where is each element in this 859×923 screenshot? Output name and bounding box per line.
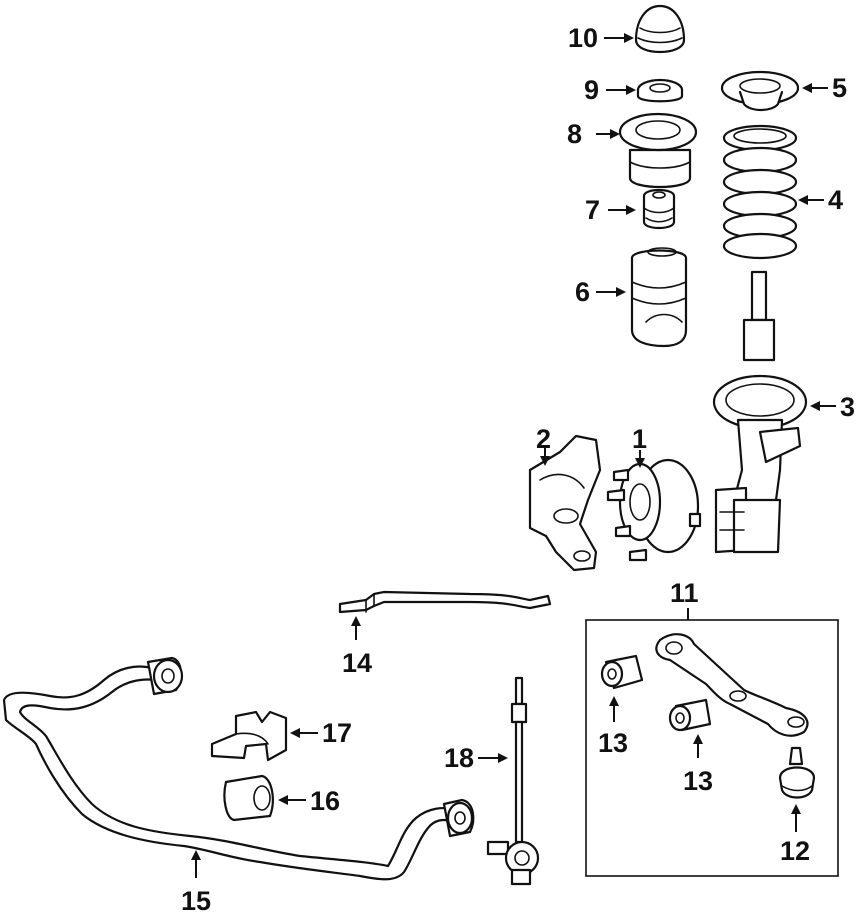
part-13-bushing-a	[600, 654, 644, 690]
callout-13a: 13	[598, 728, 628, 758]
callout-5: 5	[832, 73, 847, 103]
callout-17: 17	[322, 718, 352, 748]
part-9-ring	[636, 78, 684, 103]
part-17-bracket	[210, 710, 288, 762]
callout-18: 18	[444, 743, 474, 773]
part-15-stabilizer-bar	[2, 665, 458, 881]
callout-11: 11	[670, 578, 699, 608]
callout-13b: 13	[683, 766, 713, 796]
callout-2: 2	[536, 424, 551, 454]
part-12-ball-joint	[778, 746, 816, 799]
callout-16: 16	[310, 786, 340, 816]
callout-9: 9	[584, 75, 599, 105]
part-16-bar-bushing	[223, 774, 274, 822]
callout-12: 12	[780, 836, 810, 866]
callout-15: 15	[181, 886, 211, 916]
part-control-arm	[655, 633, 809, 737]
callout-3: 3	[840, 392, 855, 422]
part-8-upper-mount	[618, 112, 698, 189]
callout-14: 14	[342, 648, 372, 678]
callout-4: 4	[828, 185, 843, 215]
part-3-strut	[712, 270, 808, 554]
part-1-hub-bearing	[606, 458, 702, 562]
callout-1: 1	[632, 424, 647, 454]
callout-6: 6	[575, 277, 590, 307]
part-15-bar-end-link-lower	[442, 798, 475, 838]
callout-7: 7	[585, 195, 600, 225]
part-2-knuckle	[528, 434, 602, 572]
part-10-bump-cap	[634, 4, 686, 54]
part-6-dust-boot	[630, 247, 688, 348]
part-13-bushing-b	[668, 698, 712, 732]
part-4-coil-spring	[722, 124, 798, 260]
part-18-end-link	[486, 676, 540, 886]
part-5-spring-seat	[720, 70, 800, 112]
callout-10: 10	[568, 23, 598, 53]
part-7-bushing	[642, 188, 676, 230]
callout-8: 8	[567, 119, 582, 149]
part-15-bar-end-link-upper	[146, 656, 184, 696]
part-14-stabilizer-link	[338, 590, 552, 614]
kit-box-11	[585, 619, 839, 877]
